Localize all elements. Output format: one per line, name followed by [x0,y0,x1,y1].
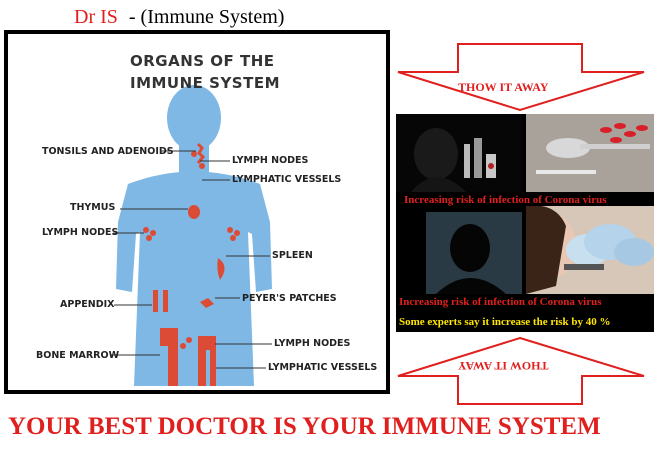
risk-panel: Increasing risk of infection of Corona v… [396,114,654,332]
photo-alcohol [396,114,522,192]
header-subtitle: - (Immune System) [128,6,285,28]
poster-title-line1: ORGANS OF THE [130,52,275,70]
page-header: Dr IS - (Immune System) [74,4,284,30]
label-lymph-nodes-neck: LYMPH NODES [232,155,309,166]
label-lymphatic-vessels-upper: LYMPHATIC VESSELS [232,174,342,185]
risk-caption-2: Increasing risk of infection of Corona v… [399,296,602,308]
arrow-up-icon [397,336,645,405]
bottom-arrow-text: THOW IT AWAY [458,359,549,373]
label-appendix: APPENDIX [60,299,115,310]
body-illustration [110,85,272,386]
risk-caption-3: Some experts say it increase the risk by… [399,316,611,328]
footer-slogan: YOUR BEST DOCTOR IS YOUR IMMUNE SYSTEM [8,413,601,440]
top-arrow-text: THOW IT AWAY [458,80,549,94]
label-lymph-nodes-groin: LYMPH NODES [274,338,351,349]
risk-caption-1: Increasing risk of infection of Corona v… [404,194,607,206]
arrow-down-icon [397,43,645,112]
immune-organs-poster: ORGANS OF THE IMMUNE SYSTEM TONSILS AND … [4,30,390,394]
photo-drugs [526,114,654,192]
label-spleen: SPLEEN [272,250,313,261]
label-thymus: THYMUS [70,202,116,213]
label-bone-marrow: BONE MARROW [36,350,120,361]
header-title: Dr IS [74,6,118,28]
label-lymphatic-vessels-lower: LYMPHATIC VESSELS [268,362,378,373]
label-peyers-patches: PEYER'S PATCHES [242,293,337,304]
photo-smoking-silhouette [426,212,522,294]
photo-vaping [526,206,654,294]
poster-title-line2: IMMUNE SYSTEM [130,74,281,92]
label-tonsils: TONSILS AND ADENOIDS [42,146,174,157]
label-lymph-nodes-left: LYMPH NODES [42,227,119,238]
